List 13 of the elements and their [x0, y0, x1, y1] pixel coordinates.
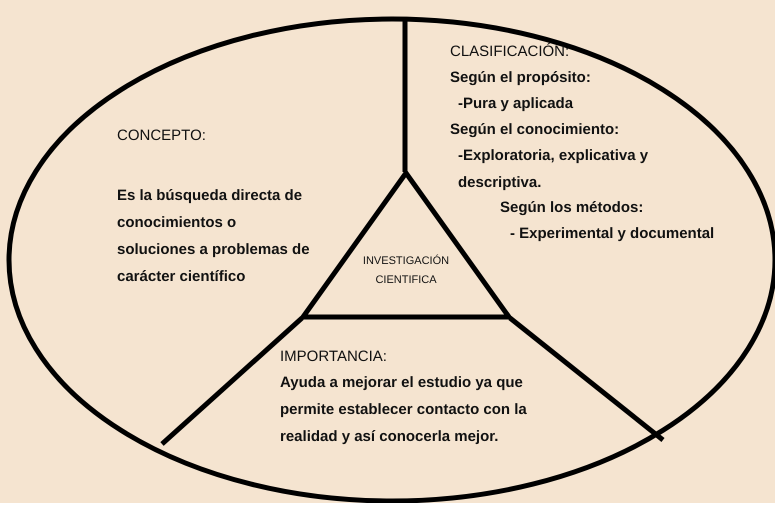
- section-text: Según el conocimiento:: [450, 120, 620, 140]
- section-text: Según los métodos:: [500, 198, 644, 218]
- ellipse-diagram: [6, 16, 775, 503]
- section-text: Según el propósito:: [450, 68, 592, 88]
- section-text: Ayuda a mejorar el estudio ya que permite establecer contacto con la realidad y así conocerla mejor.: [280, 373, 528, 447]
- section-heading: CONCEPTO:: [117, 126, 207, 146]
- section-text: - Experimental y documental: [510, 224, 716, 244]
- section-heading: CLASIFICACIÓN:: [450, 42, 570, 62]
- center-label: INVESTIGACIÓN CIENTIFICA: [362, 254, 450, 288]
- section-text: Es la búsqueda directa de conocimientos o soluciones a problemas de carácter científico: [117, 186, 311, 287]
- section-text: -Pura y aplicada: [458, 94, 574, 114]
- section-heading: IMPORTANCIA:: [280, 347, 388, 367]
- section-text: -Exploratoria, explicativa y descriptiva.: [458, 146, 650, 193]
